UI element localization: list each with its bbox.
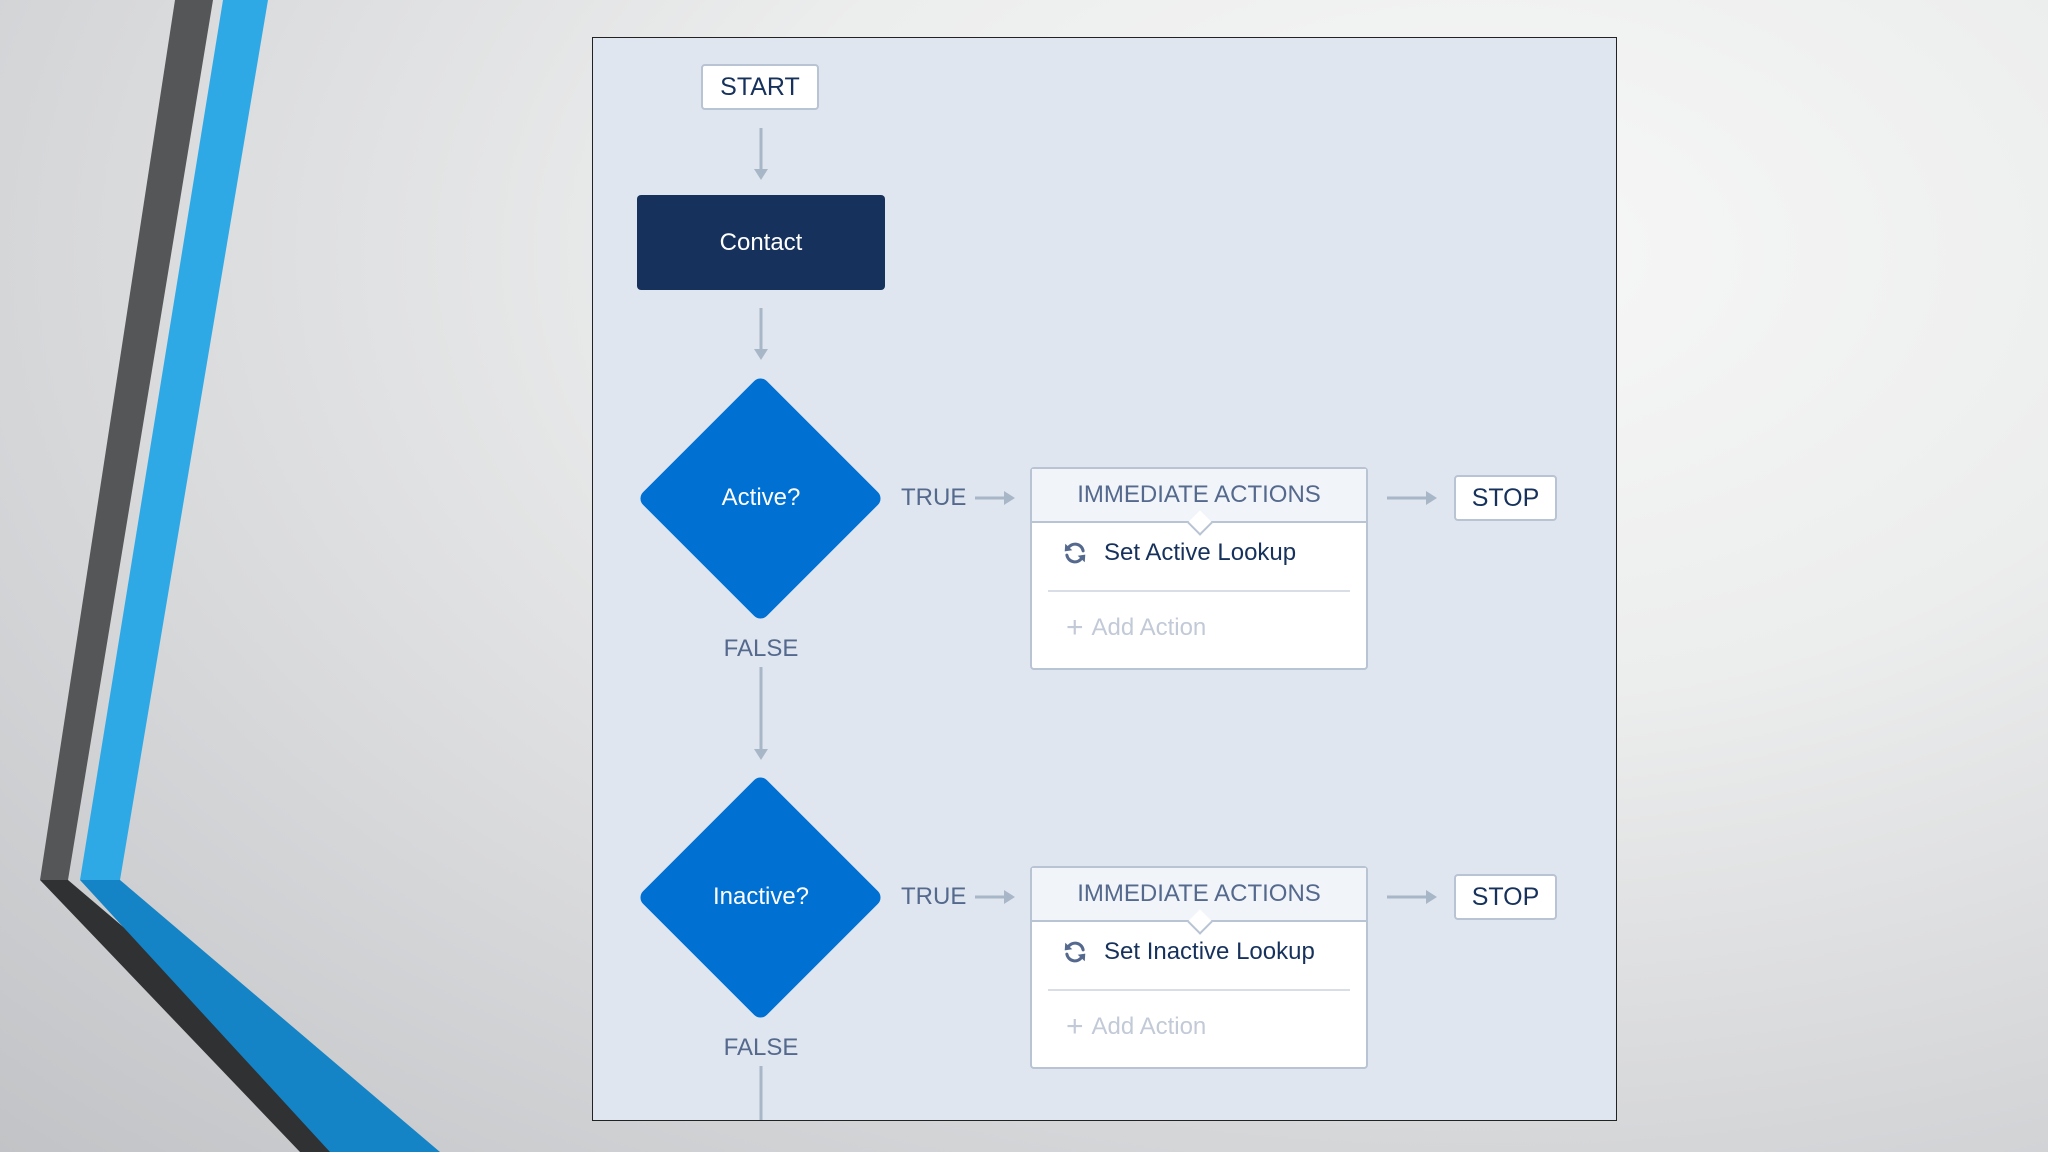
false-branch-label: FALSE [723, 635, 799, 662]
action-item[interactable]: Set Active Lookup [1062, 535, 1296, 571]
immediate-actions-title: IMMEDIATE ACTIONS [1077, 880, 1321, 907]
true-branch-label: TRUE [901, 484, 967, 511]
add-action-label: Add Action [1091, 1013, 1207, 1040]
action-item[interactable]: Set Inactive Lookup [1062, 934, 1315, 970]
immediate-actions-header: IMMEDIATE ACTIONS [1032, 868, 1366, 935]
refresh-icon [1064, 941, 1086, 963]
stop-label: STOP [1471, 882, 1540, 911]
object-label: Contact [719, 228, 803, 256]
process-builder-canvas: START Contact Active? TRUE FALSE IMMEDIA… [592, 37, 1617, 1121]
stop-label: STOP [1471, 483, 1540, 512]
divider [1048, 590, 1350, 592]
immediate-actions-header: IMMEDIATE ACTIONS [1032, 469, 1366, 536]
criteria-label-active: Active? [721, 484, 801, 511]
criteria-label-inactive: Inactive? [712, 883, 810, 910]
stop-node: STOP [1454, 475, 1557, 521]
start-label: START [720, 72, 800, 101]
action-label: Set Active Lookup [1104, 539, 1297, 566]
true-branch-label: TRUE [901, 883, 967, 910]
plus-icon: + [1066, 1010, 1084, 1043]
caret-down-icon [1187, 909, 1213, 935]
plus-icon: + [1066, 611, 1084, 644]
divider [1048, 989, 1350, 991]
false-branch-label: FALSE [723, 1034, 799, 1061]
refresh-icon [1064, 542, 1086, 564]
add-action-button[interactable]: + Add Action [1066, 1009, 1206, 1045]
flow-connectors [754, 128, 1437, 1120]
immediate-actions-panel: IMMEDIATE ACTIONS Set Inactive Lookup + … [1030, 866, 1368, 1069]
stop-node: STOP [1454, 874, 1557, 920]
caret-down-icon [1187, 510, 1213, 536]
action-label: Set Inactive Lookup [1104, 938, 1315, 965]
immediate-actions-title: IMMEDIATE ACTIONS [1077, 481, 1321, 508]
start-node: START [701, 64, 819, 110]
immediate-actions-panel: IMMEDIATE ACTIONS Set Active Lookup + Ad… [1030, 467, 1368, 670]
add-action-button[interactable]: + Add Action [1066, 610, 1206, 646]
object-node[interactable]: Contact [637, 195, 885, 290]
add-action-label: Add Action [1091, 614, 1207, 641]
